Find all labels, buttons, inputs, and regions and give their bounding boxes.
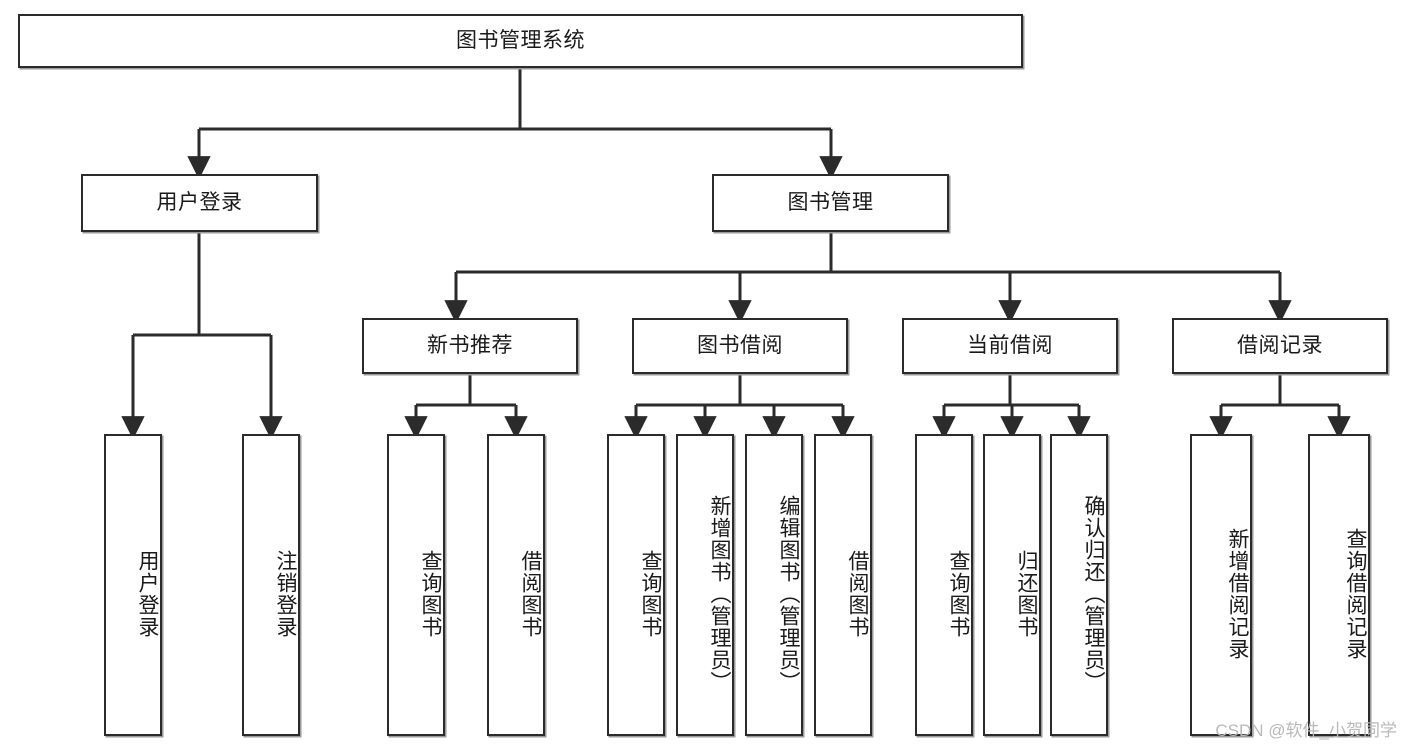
node-borrow-record[interactable]: 借阅记录: [1172, 318, 1388, 374]
node-book-manage[interactable]: 图书管理: [712, 174, 949, 232]
node-leaf-query-record-label: 查询借阅记录: [1344, 528, 1367, 660]
node-leaf-return-book[interactable]: 归还图书: [983, 434, 1041, 736]
node-leaf-add-book[interactable]: 新增图书（管理员）: [676, 434, 734, 736]
node-leaf-query-book-2[interactable]: 查询图书: [607, 434, 665, 736]
node-leaf-borrow-book-1-label: 借阅图书: [519, 550, 542, 638]
node-leaf-user-login-label: 用户登录: [136, 550, 159, 638]
node-leaf-borrow-book-1[interactable]: 借阅图书: [487, 434, 545, 736]
node-leaf-query-book-3-label: 查询图书: [947, 550, 970, 638]
node-leaf-edit-book[interactable]: 编辑图书（管理员）: [745, 434, 803, 736]
node-new-book-recommend-label: 新书推荐: [427, 334, 513, 358]
node-book-manage-label: 图书管理: [787, 191, 874, 215]
node-current-borrow-label: 当前借阅: [967, 334, 1053, 358]
node-leaf-borrow-book-2-label: 借阅图书: [846, 550, 869, 638]
node-user-login-label: 用户登录: [156, 191, 243, 215]
node-leaf-add-book-label: 新增图书（管理员）: [708, 495, 731, 693]
node-leaf-user-login[interactable]: 用户登录: [104, 434, 162, 736]
node-new-book-recommend[interactable]: 新书推荐: [362, 318, 578, 374]
node-current-borrow[interactable]: 当前借阅: [902, 318, 1118, 374]
node-leaf-add-record[interactable]: 新增借阅记录: [1190, 434, 1252, 736]
node-root[interactable]: 图书管理系统: [18, 14, 1023, 68]
node-leaf-edit-book-label: 编辑图书（管理员）: [777, 495, 800, 693]
node-user-login[interactable]: 用户登录: [81, 174, 318, 232]
csdn-watermark: CSDN @软件_小贺同学: [1215, 721, 1397, 740]
node-leaf-confirm-return[interactable]: 确认归还（管理员）: [1050, 434, 1108, 736]
node-root-label: 图书管理系统: [456, 29, 585, 53]
node-book-borrow[interactable]: 图书借阅: [632, 318, 848, 374]
node-leaf-logout[interactable]: 注销登录: [242, 434, 300, 736]
node-leaf-query-book-1[interactable]: 查询图书: [387, 434, 445, 736]
node-leaf-query-record[interactable]: 查询借阅记录: [1308, 434, 1370, 736]
node-leaf-query-book-1-label: 查询图书: [419, 550, 442, 638]
node-leaf-return-book-label: 归还图书: [1015, 550, 1038, 638]
node-borrow-record-label: 借阅记录: [1237, 334, 1323, 358]
node-leaf-confirm-return-label: 确认归还（管理员）: [1082, 495, 1105, 693]
node-leaf-borrow-book-2[interactable]: 借阅图书: [814, 434, 872, 736]
node-book-borrow-label: 图书借阅: [697, 334, 783, 358]
node-leaf-query-book-3[interactable]: 查询图书: [915, 434, 973, 736]
node-leaf-query-book-2-label: 查询图书: [639, 550, 662, 638]
node-leaf-add-record-label: 新增借阅记录: [1226, 528, 1249, 660]
node-leaf-logout-label: 注销登录: [274, 550, 297, 638]
